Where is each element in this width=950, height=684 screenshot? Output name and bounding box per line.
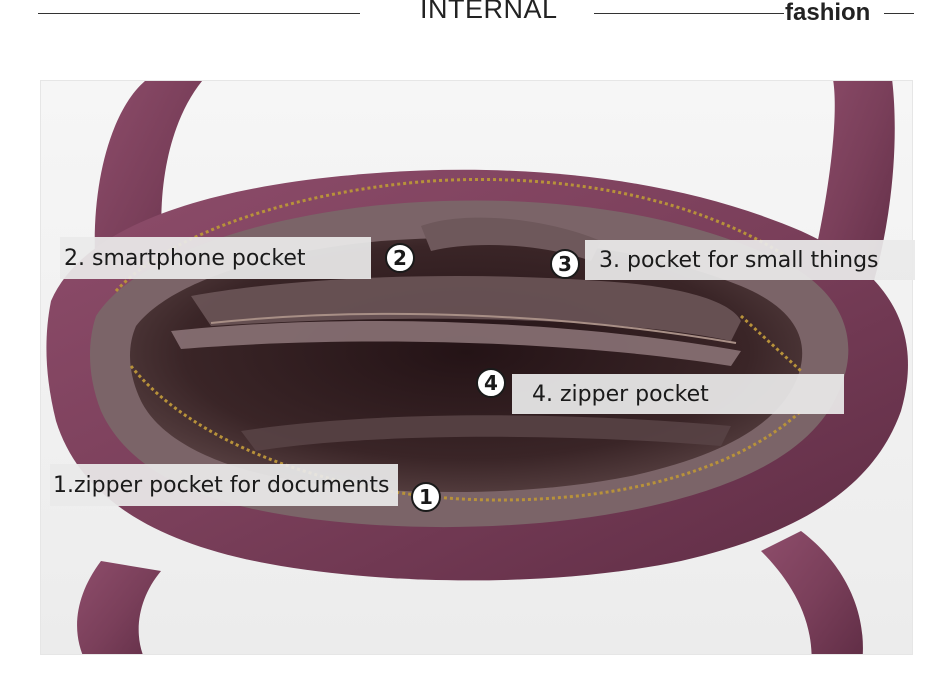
section-title: INTERNAL [420,0,558,24]
pocket-zipper-panel [171,320,741,366]
zipper-pocket-seam [210,312,737,344]
left-handle-bottom [77,561,161,654]
header-rule-right [594,13,784,14]
pocket-small [421,217,601,261]
callout-label: 3. pocket for small things [599,247,879,273]
number-badge: 3 [550,249,580,279]
header-rule-left [38,13,360,14]
callout-label: 4. zipper pocket [532,381,709,407]
number-badge: 4 [476,368,506,398]
number-badge: 1 [411,482,441,512]
product-photo [40,80,913,655]
callout-smartphone-pocket: 2. smartphone pocket [60,237,371,279]
zipper-side [739,314,803,373]
pocket-back [191,276,741,341]
callout-documents-pocket: 1.zipper pocket for documents [50,464,398,506]
brand-tagline: fashion [785,0,871,26]
callout-zipper-pocket: 4. zipper pocket [512,374,844,414]
right-handle-bottom [761,531,863,654]
header: INTERNAL fashion [0,0,950,40]
callout-small-things-pocket: 3. pocket for small things [585,240,915,280]
callout-label: 1.zipper pocket for documents [53,472,390,498]
zipper-bottom [129,365,803,502]
pocket-front [241,415,731,451]
handbag-illustration [41,81,912,654]
number-badge: 2 [385,243,415,273]
header-rule-tail [884,13,914,14]
callout-label: 2. smartphone pocket [64,245,306,271]
